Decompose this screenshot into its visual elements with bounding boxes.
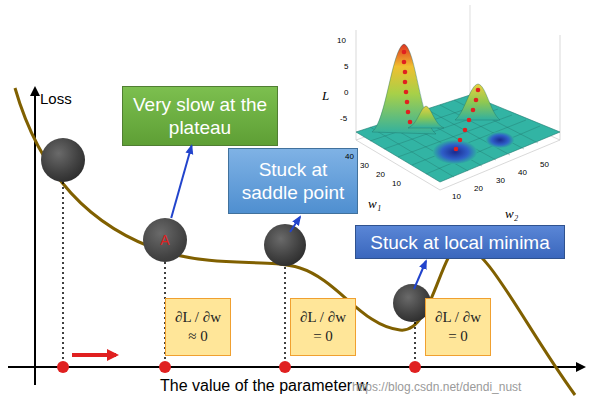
gradient-box: ∂L / ∂w = 0 <box>425 298 491 356</box>
x-axis <box>8 366 584 368</box>
ball <box>264 224 306 266</box>
tick-label: 20 <box>474 184 483 193</box>
gradient-box: ∂L / ∂w ≈ 0 <box>165 298 231 356</box>
node-text: ∂L / ∂w = 0 <box>296 308 350 346</box>
gradient-box: ∂L / ∂w = 0 <box>290 298 356 356</box>
axis-label: The value of the parameter w <box>160 377 368 395</box>
leader-arrow <box>414 261 426 289</box>
node-text: ∂L / ∂w = 0 <box>431 308 485 346</box>
tick-label: 40 <box>345 152 354 161</box>
axis-label: Loss <box>40 90 72 107</box>
ball <box>41 138 85 182</box>
tick-label: 50 <box>540 160 549 169</box>
node-text: Very slow at the plateau <box>130 93 270 139</box>
direction-arrow <box>72 353 116 357</box>
leader-arrow <box>171 146 191 218</box>
axis-label: L <box>322 88 329 104</box>
tick-label: -5 <box>340 114 347 123</box>
tick-label: 40 <box>518 168 527 177</box>
node-text: ∂L / ∂w ≈ 0 <box>171 308 225 346</box>
node-text: A <box>160 232 169 248</box>
y-axis <box>34 88 36 385</box>
tick-label: 10 <box>337 36 346 45</box>
ball: A <box>143 218 187 262</box>
tick-label: 5 <box>344 62 348 71</box>
node-text: Stuck at local minima <box>370 231 550 254</box>
tick-label: 30 <box>496 176 505 185</box>
tick-label: 10 <box>392 179 401 188</box>
callout-box: Very slow at the plateau <box>122 86 278 146</box>
callout-box: Stuck at local minima <box>355 225 565 259</box>
tick-label: 30 <box>360 161 369 170</box>
tick-label: 0 <box>344 88 348 97</box>
axis-dots <box>57 361 421 373</box>
leader-arrow <box>290 217 300 232</box>
axis-label: w₁ <box>368 196 381 212</box>
watermark: https://blog.csdn.net/dendi_nust <box>352 380 521 394</box>
surface-plot <box>356 5 560 190</box>
loss-curve <box>15 88 575 395</box>
tick-label: 10 <box>452 192 461 201</box>
axis-label: w₂ <box>505 206 518 222</box>
tick-label: 20 <box>376 170 385 179</box>
callout-box: Stuck at saddle point <box>228 148 358 214</box>
node-text: Stuck at saddle point <box>233 158 353 204</box>
